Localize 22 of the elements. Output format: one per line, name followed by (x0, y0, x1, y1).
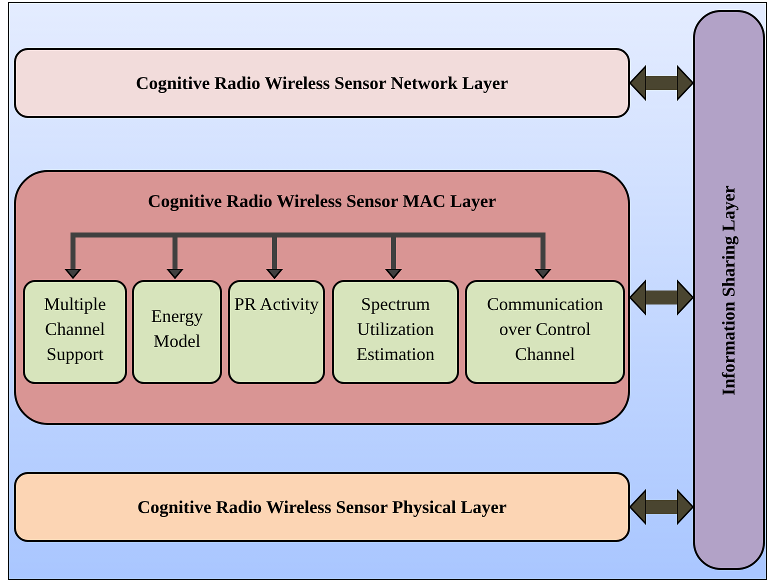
module-box (465, 280, 625, 384)
layer-title: Cognitive Radio Wireless Sensor Network Layer (136, 72, 508, 95)
double-arrow (629, 280, 694, 316)
layer-title: Cognitive Radio Wireless Sensor Physical Layer (137, 496, 507, 519)
double-arrow (629, 65, 694, 101)
module-label: Spectrum Utilization Estimation (356, 293, 436, 366)
layer-panel (14, 170, 630, 425)
bus-arrow (385, 232, 552, 279)
double-arrow (629, 489, 694, 525)
module-box (132, 280, 222, 384)
module-label: PR Activity (233, 293, 320, 316)
module-label: Communication over Control Channel (486, 293, 604, 366)
layer-title: Cognitive Radio Wireless Sensor MAC Layer (148, 190, 496, 213)
layer-title: Information Sharing Layer (718, 185, 740, 395)
vertical-layer-bar (693, 10, 765, 570)
module-box (228, 280, 325, 384)
module-label: Energy Model (150, 305, 204, 353)
module-box (23, 280, 127, 384)
module-box (332, 280, 459, 384)
layer-box (14, 48, 630, 118)
module-label: Multiple Channel Support (43, 293, 107, 366)
layer-box (14, 472, 630, 542)
